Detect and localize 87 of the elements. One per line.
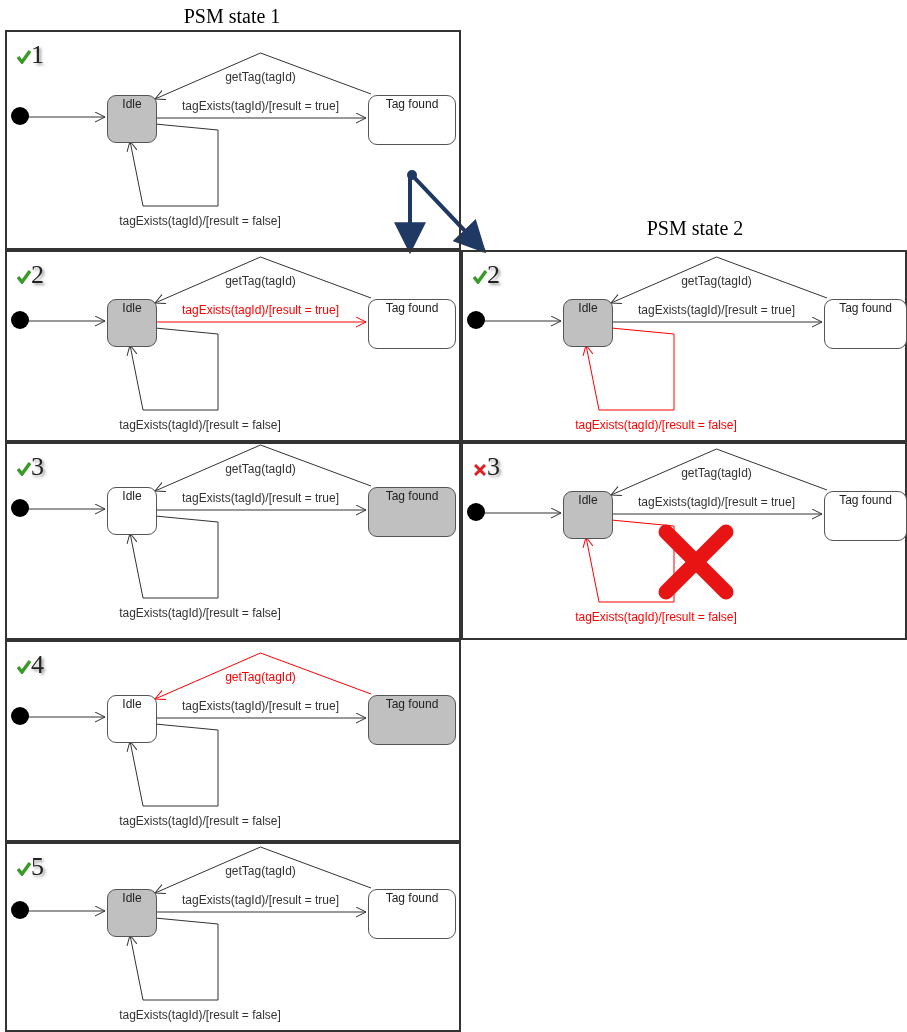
state-name: Tag found (385, 96, 439, 112)
edge-label: getTag(tagId) (224, 462, 297, 476)
state-box (368, 95, 456, 145)
transition-arrow (126, 515, 219, 599)
panel-number: 5 (31, 852, 44, 882)
state-box (563, 299, 613, 347)
state-box (107, 95, 157, 143)
edge-label: getTag(tagId) (224, 70, 297, 84)
transition-arrow (154, 652, 372, 701)
state-name: Idle (122, 488, 142, 504)
state-box (368, 695, 456, 745)
state-panel (5, 442, 461, 640)
edge-label: tagExists(tagId)/[result = true] (180, 699, 341, 713)
state-name: Tag found (385, 488, 439, 504)
state-panel (5, 640, 461, 842)
transition-arrow (126, 723, 219, 807)
transition-arrow (26, 711, 106, 723)
panel-number: 3 (31, 452, 44, 482)
transition-arrow (482, 315, 562, 327)
state-panel (461, 442, 907, 640)
edge-label: getTag(tagId) (680, 274, 753, 288)
state-name: Tag found (385, 696, 439, 712)
edge-label: getTag(tagId) (680, 466, 753, 480)
state-name: Idle (578, 300, 598, 316)
state-box (563, 491, 613, 539)
edge-label: tagExists(tagId)/[result = true] (180, 491, 341, 505)
state-box (824, 491, 907, 541)
state-name: Idle (122, 300, 142, 316)
edge-label: tagExists(tagId)/[result = false] (118, 1008, 282, 1022)
transition-arrow (154, 256, 372, 305)
panel-number: 1 (31, 40, 44, 70)
transition-arrow (26, 111, 106, 123)
state-name: Idle (578, 492, 598, 508)
panel-number: 2 (487, 260, 500, 290)
transition-arrow (482, 507, 562, 519)
state-name: Idle (122, 96, 142, 112)
state-box (368, 299, 456, 349)
state-name: Tag found (839, 492, 892, 508)
thick-arrow (412, 175, 487, 254)
edge-label: tagExists(tagId)/[result = false] (118, 418, 282, 432)
transition-arrow (126, 917, 219, 1001)
edge-label: tagExists(tagId)/[result = true] (180, 893, 341, 907)
column-heading: PSM state 1 (183, 4, 281, 28)
transition-arrow (610, 448, 828, 497)
edge-label: tagExists(tagId)/[result = false] (574, 418, 738, 432)
edge-label: tagExists(tagId)/[result = true] (180, 303, 341, 317)
state-box (107, 695, 157, 743)
panel-number: 3 (487, 452, 500, 482)
thick-arrow (394, 178, 426, 255)
state-panel (461, 250, 907, 442)
transition-arrow (154, 444, 372, 493)
edge-label: tagExists(tagId)/[result = true] (180, 99, 341, 113)
edge-label: tagExists(tagId)/[result = false] (118, 814, 282, 828)
state-box (107, 889, 157, 937)
transition-arrow (154, 52, 372, 101)
state-box (107, 299, 157, 347)
edge-label: tagExists(tagId)/[result = false] (118, 214, 282, 228)
state-name: Idle (122, 890, 142, 906)
panel-number: 4 (31, 650, 44, 680)
state-box (368, 487, 456, 537)
transition-arrow (154, 846, 372, 895)
transition-arrow (26, 315, 106, 327)
transition-arrow (582, 327, 675, 411)
column-heading: PSM state 2 (646, 216, 744, 240)
edge-label: tagExists(tagId)/[result = false] (118, 606, 282, 620)
state-name: Tag found (385, 300, 439, 316)
state-box (368, 889, 456, 939)
edge-label: getTag(tagId) (224, 864, 297, 878)
panel-number: 2 (31, 260, 44, 290)
transition-arrow (26, 503, 106, 515)
edge-label: tagExists(tagId)/[result = false] (574, 610, 738, 624)
transition-arrow (26, 905, 106, 917)
state-panel (5, 842, 461, 1032)
state-box (824, 299, 907, 349)
state-panel (5, 250, 461, 442)
state-panel (5, 30, 461, 250)
state-name: Idle (122, 696, 142, 712)
transition-arrow (126, 123, 219, 207)
transition-arrow (126, 327, 219, 411)
state-box (107, 487, 157, 535)
edge-label: tagExists(tagId)/[result = true] (636, 303, 797, 317)
state-name: Tag found (385, 890, 439, 906)
edge-label: getTag(tagId) (224, 670, 297, 684)
transition-arrow (610, 256, 828, 305)
state-name: Tag found (839, 300, 892, 316)
edge-label: tagExists(tagId)/[result = true] (636, 495, 797, 509)
edge-label: getTag(tagId) (224, 274, 297, 288)
